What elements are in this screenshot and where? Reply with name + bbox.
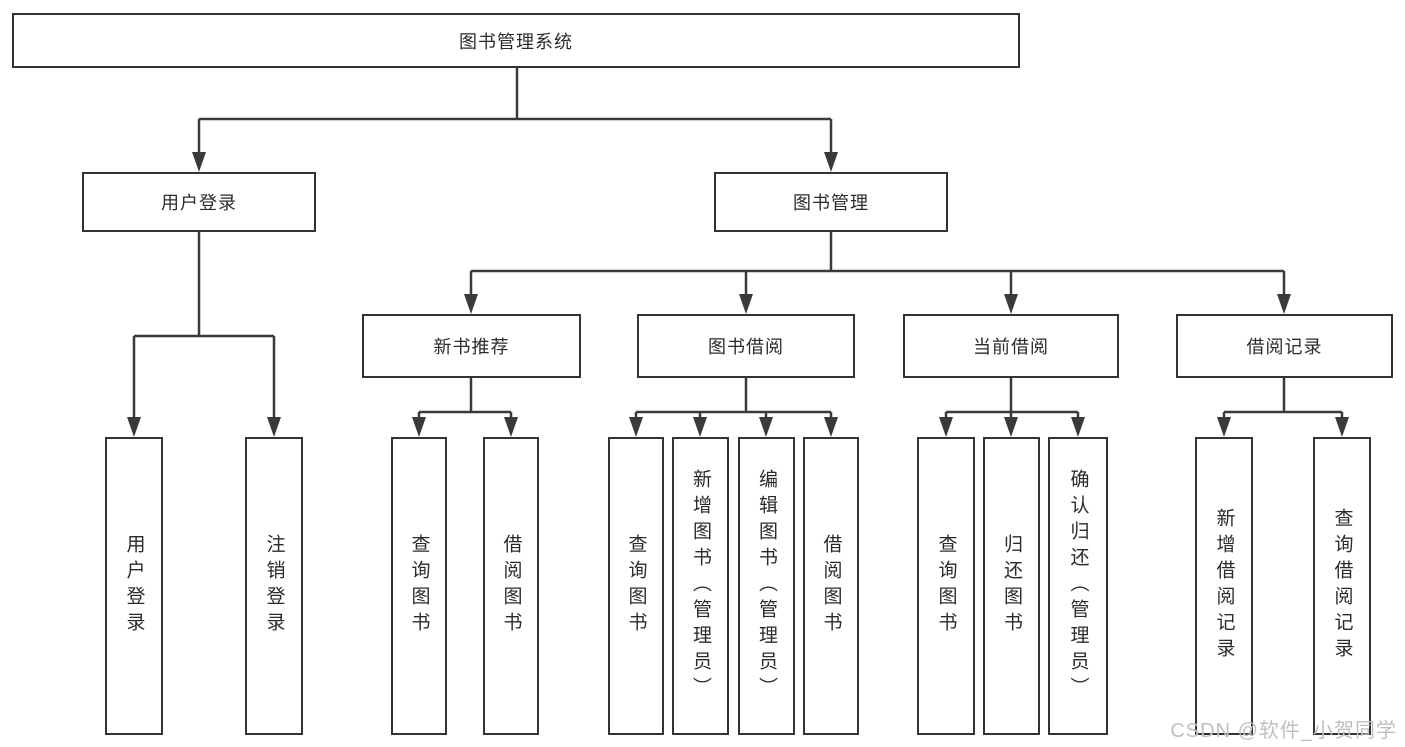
arrow-down-icon: [759, 417, 773, 437]
leaf-borrow-books-label: 借阅图书: [820, 534, 842, 638]
leaf-add-borrow-record: 新增借阅记录: [1195, 437, 1253, 735]
arrow-down-icon: [504, 417, 518, 437]
node-borrow-records: 借阅记录: [1176, 314, 1393, 378]
connector-root-to-level2: [192, 68, 838, 172]
connector-user-login-children: [127, 232, 281, 437]
leaf-query-borrow-record: 查询借阅记录: [1313, 437, 1371, 735]
arrow-down-icon: [1004, 417, 1018, 437]
node-book-borrow-label: 图书借阅: [708, 337, 784, 357]
node-current-borrow: 当前借阅: [903, 314, 1119, 378]
leaf-add-books-admin-label: 新增图书（管理员）: [690, 469, 711, 703]
arrow-down-icon: [1335, 417, 1349, 437]
arrow-down-icon: [1004, 294, 1018, 314]
leaf-add-books-admin: 新增图书（管理员）: [672, 437, 729, 735]
leaf-query-books-current: 查询图书: [917, 437, 975, 735]
arrow-down-icon: [127, 417, 141, 437]
node-root: 图书管理系统: [12, 13, 1020, 68]
connector-book-management-children: [464, 232, 1291, 314]
node-book-management: 图书管理: [714, 172, 948, 232]
arrow-down-icon: [824, 152, 838, 172]
leaf-query-books-current-label: 查询图书: [935, 534, 957, 638]
connector-current-borrow-children: [939, 378, 1085, 437]
arrow-down-icon: [693, 417, 707, 437]
arrow-down-icon: [412, 417, 426, 437]
node-new-book-recommend-label: 新书推荐: [433, 337, 510, 357]
node-borrow-records-label: 借阅记录: [1246, 337, 1323, 357]
arrow-down-icon: [1071, 417, 1085, 437]
node-new-book-recommend: 新书推荐: [362, 314, 581, 378]
node-user-login-label: 用户登录: [161, 193, 237, 213]
leaf-confirm-return-admin-label: 确认归还（管理员）: [1067, 469, 1089, 703]
node-book-management-label: 图书管理: [793, 193, 869, 213]
arrow-down-icon: [192, 152, 206, 172]
leaf-query-borrow-record-label: 查询借阅记录: [1331, 508, 1353, 664]
leaf-edit-books-admin: 编辑图书（管理员）: [738, 437, 795, 735]
arrow-down-icon: [1277, 294, 1291, 314]
leaf-return-books: 归还图书: [983, 437, 1040, 735]
node-book-borrow: 图书借阅: [637, 314, 855, 378]
leaf-logout: 注销登录: [245, 437, 303, 735]
leaf-borrow-books: 借阅图书: [803, 437, 859, 735]
arrow-down-icon: [939, 417, 953, 437]
leaf-borrow-books-recommend: 借阅图书: [483, 437, 539, 735]
leaf-query-books-borrow: 查询图书: [608, 437, 664, 735]
leaf-query-books-recommend: 查询图书: [391, 437, 447, 735]
connector-book-borrow-children: [629, 378, 838, 437]
arrow-down-icon: [824, 417, 838, 437]
leaf-edit-books-admin-label: 编辑图书（管理员）: [756, 469, 777, 703]
leaf-query-books-recommend-label: 查询图书: [408, 534, 430, 638]
arrow-down-icon: [629, 417, 643, 437]
leaf-user-login: 用户登录: [105, 437, 163, 735]
leaf-user-login-label: 用户登录: [123, 534, 145, 638]
arrow-down-icon: [267, 417, 281, 437]
leaf-logout-label: 注销登录: [263, 534, 285, 638]
leaf-confirm-return-admin: 确认归还（管理员）: [1048, 437, 1108, 735]
connector-new-book-recommend-children: [412, 378, 518, 437]
node-user-login: 用户登录: [82, 172, 316, 232]
node-current-borrow-label: 当前借阅: [973, 337, 1049, 357]
arrow-down-icon: [739, 294, 753, 314]
connector-borrow-records-children: [1217, 378, 1349, 437]
leaf-borrow-books-recommend-label: 借阅图书: [500, 534, 522, 638]
leaf-query-books-borrow-label: 查询图书: [625, 534, 647, 638]
csdn-watermark: CSDN @软件_小贺同学: [1170, 720, 1397, 742]
arrow-down-icon: [1217, 417, 1231, 437]
leaf-return-books-label: 归还图书: [1001, 534, 1022, 638]
arrow-down-icon: [464, 294, 478, 314]
leaf-add-borrow-record-label: 新增借阅记录: [1213, 508, 1235, 664]
node-root-label: 图书管理系统: [459, 31, 573, 52]
